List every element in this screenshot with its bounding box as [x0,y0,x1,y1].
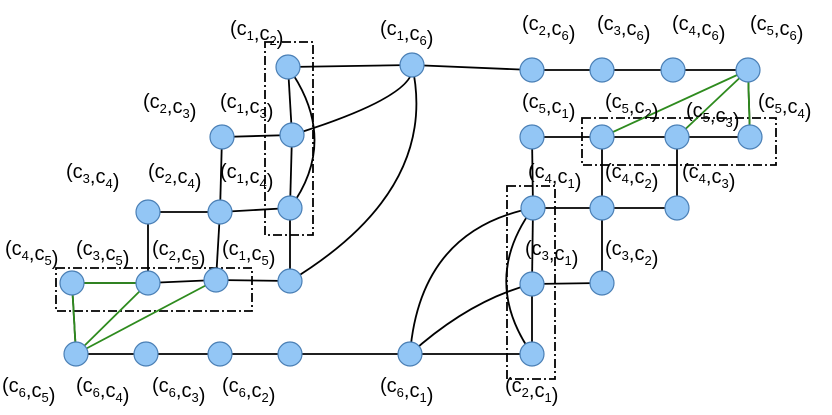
label-c4c1: (c4,c1) [528,161,581,193]
node-c5c2 [589,124,615,150]
curve-edge-c1c2-c1c4 [287,66,316,209]
curve-edge-c1c6-c1c5 [289,64,418,282]
edge-c4c1-c3c1 [531,207,534,285]
node-c2c5 [203,267,229,293]
dash-dot-boxes [55,41,777,380]
node-c4c3 [664,195,690,221]
label-c2c6: (c2,c6) [522,13,575,45]
label-c1c6: (c1,c6) [380,18,433,50]
label-c6c3: (c6,c3) [152,375,205,407]
node-c3c2 [589,270,615,296]
node-c4c2 [589,195,615,221]
node-c4c5 [59,270,85,296]
label-c6c2: (c6,c2) [222,375,275,407]
label-c1c2: (c1,c2) [230,18,283,50]
edge-c1c6-c2c6 [411,64,533,71]
green-edge-c5c3-c5c6 [676,69,749,138]
label-c3c4: (c3,c4) [66,161,119,193]
node-c2c1 [519,341,545,367]
group-box-4 [506,185,556,380]
node-c2c6 [519,57,545,83]
label-c2c4: (c2,c4) [148,161,201,193]
label-layer: (c1,c2) (c1,c6) (c2,c6) (c3,c6) (c4,c6) (c5,c… [2,13,811,407]
node-c4c1 [520,195,546,221]
label-c4c2: (c4,c2) [605,161,658,193]
label-c1c3: (c1,c3) [220,91,273,123]
node-c6c1 [397,341,423,367]
label-c5c2: (c5,c2) [605,91,658,123]
node-c6c4 [133,341,159,367]
label-c3c2: (c3,c2) [605,238,658,270]
curve-edge-c6c1-c4c1 [409,207,534,355]
green-edge-c6c5-c2c5 [75,279,217,355]
group-box-1 [264,41,314,236]
node-c1c2 [275,54,301,80]
node-c4c6 [660,57,686,83]
node-c6c5 [63,341,89,367]
node-c5c3 [664,124,690,150]
label-c2c3: (c2,c3) [143,91,196,123]
curve-edge-c6c1-c3c1 [409,283,533,355]
label-c5c4: (c5,c4) [758,91,811,123]
green-edge-c5c2-c5c6 [601,69,749,138]
group-box-2 [55,267,253,312]
label-c5c6: (c5,c6) [750,13,803,45]
node-c3c1 [519,271,545,297]
node-c5c4 [737,124,763,150]
node-c1c5 [277,268,303,294]
label-c2c1: (c2,c1) [505,375,558,407]
curve-edge-c4c1-c2c1 [505,207,534,355]
node-c3c4 [135,199,161,225]
node-c5c6 [735,57,761,83]
node-c6c2 [277,341,303,367]
label-c1c5: (c1,c5) [222,238,275,270]
label-c3c5: (c3,c5) [76,238,129,270]
node-c5c1 [519,124,545,150]
label-c6c5: (c6,c5) [2,375,55,407]
label-c6c4: (c6,c4) [76,375,129,407]
group-box-3 [581,117,777,166]
label-c4c5: (c4,c5) [5,238,58,270]
node-c3c5 [135,270,161,296]
node-c3c6 [589,57,615,83]
label-c3c1: (c3,c1) [525,238,578,270]
node-c2c4 [207,199,233,225]
node-c2c3 [209,124,235,150]
label-c5c1: (c5,c1) [522,91,575,123]
label-c4c3: (c4,c3) [682,161,735,193]
node-c6c3 [207,341,233,367]
label-c6c1: (c6,c1) [380,375,433,407]
label-c2c5: (c2,c5) [152,238,205,270]
curve-edge-c1c6-c1c3 [291,64,414,136]
node-c1c4 [277,195,303,221]
label-c1c4: (c1,c4) [220,161,273,193]
green-edge-c6c5-c3c5 [75,282,149,355]
label-c4c6: (c4,c6) [672,13,725,45]
label-c5c3: (c5,c3) [686,100,739,132]
node-c1c6 [399,52,425,78]
node-layer [59,52,763,367]
node-c1c3 [279,122,305,148]
edge-c1c2-c1c6 [287,64,413,68]
label-c3c6: (c3,c6) [597,13,650,45]
